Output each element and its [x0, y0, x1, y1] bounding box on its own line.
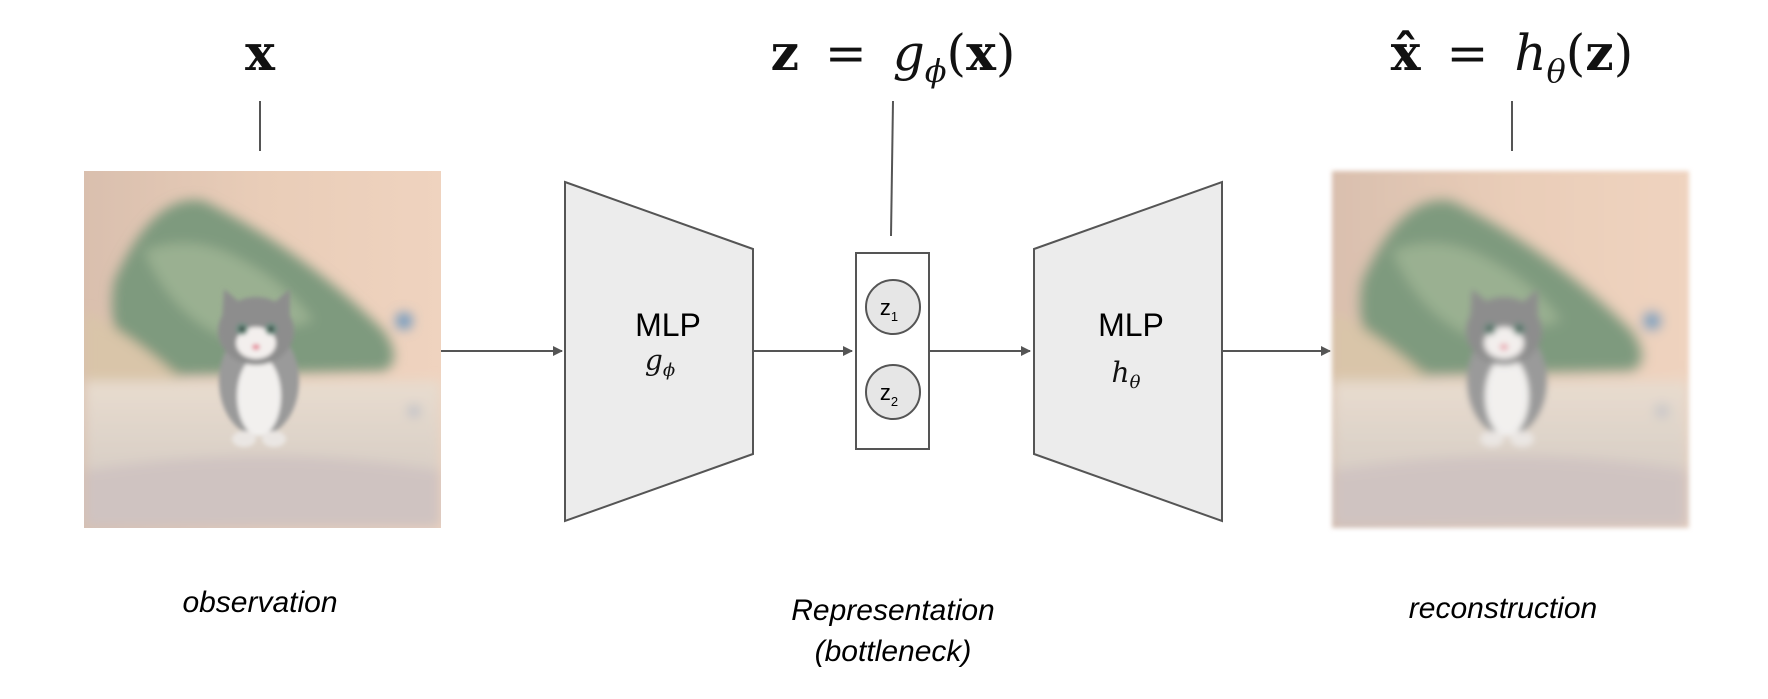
latent-unit-z1: z1: [865, 279, 921, 335]
bottleneck-caption-line1: Representation: [791, 594, 994, 627]
latent-equation: z = gϕ(x): [771, 23, 1016, 90]
reconstruction-image: [1332, 171, 1689, 528]
decoder-function: hθ: [1112, 356, 1141, 393]
encoder-function: gϕ: [645, 344, 675, 381]
encoder-block: [564, 180, 754, 523]
bottleneck-caption-line2: (bottleneck): [815, 635, 972, 668]
svg-text:z1: z1: [880, 295, 898, 324]
latent-unit-z2: z2: [865, 364, 921, 420]
latent-connector-line: [890, 100, 894, 237]
svg-text:z2: z2: [880, 380, 898, 409]
observation-caption: observation: [182, 586, 337, 619]
decoder-label: MLP: [1098, 307, 1164, 343]
encoder-label: MLP: [635, 307, 701, 343]
observation-image: [84, 171, 441, 528]
output-equation: x̂ = hθ(z): [1391, 23, 1633, 90]
decoder-block: [1033, 180, 1223, 523]
input-symbol: x: [245, 23, 276, 82]
reconstruction-caption: reconstruction: [1409, 592, 1597, 625]
